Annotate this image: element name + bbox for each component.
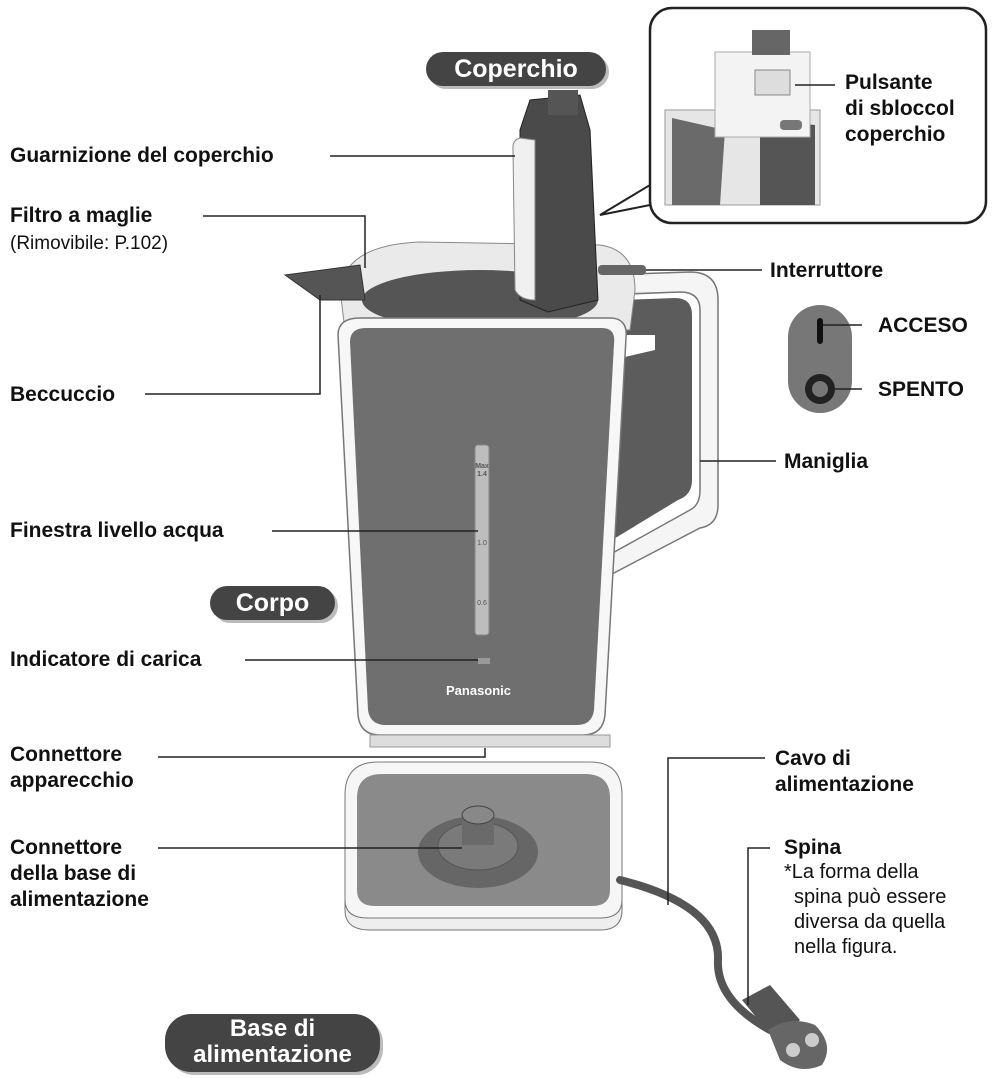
section-lid-badge: Coperchio: [426, 52, 606, 86]
label-appliance-connector-line1: Connettore: [10, 743, 122, 766]
power-cord: [616, 876, 828, 1069]
plug-note-line2: spina può essere: [794, 886, 947, 908]
label-power-cord: Cavo di alimentazione: [775, 746, 914, 798]
power-base: [344, 761, 623, 931]
gauge-max: Max 1.4: [475, 463, 489, 479]
label-charge-indicator: Indicatore di carica: [10, 648, 202, 671]
label-base-connector: Connettore della base di alimentazione: [10, 835, 149, 913]
plug-note: *La forma della spina può essere diversa…: [784, 860, 946, 960]
leader-lines: [145, 155, 862, 1005]
lid-release-inset: [599, 6, 988, 225]
label-lid-gasket: Guarnizione del coperchio: [10, 144, 274, 167]
label-base-connector-line1: Connettore: [10, 836, 122, 859]
section-base-label-line1: Base di: [229, 1015, 316, 1042]
plug-note-line4: nella figura.: [794, 936, 898, 958]
label-lid-release-line2: di sbloccol: [845, 97, 955, 120]
label-spout: Beccuccio: [10, 383, 116, 406]
kettle-body: [337, 317, 627, 748]
label-handle: Maniglia: [784, 450, 869, 473]
power-switch-graphic: [788, 305, 852, 413]
plug-note-line3: diversa da quella: [794, 911, 946, 933]
section-lid-label: Coperchio: [454, 55, 578, 83]
label-plug: Spina: [784, 836, 842, 859]
label-water-window: Finestra livello acqua: [10, 519, 224, 542]
section-base-badge: Base di alimentazione: [165, 1014, 380, 1072]
label-lid-release: Pulsante di sbloccol coperchio: [845, 70, 955, 148]
gauge-top-value: 1.4: [477, 471, 487, 478]
open-lid: [512, 90, 599, 313]
label-switch-on: ACCESO: [878, 314, 968, 337]
brand-logo: Panasonic: [446, 683, 512, 698]
gauge-mid: 1.0: [477, 540, 487, 547]
gauge-max-label: Max: [475, 463, 489, 470]
section-base-label-line2: alimentazione: [193, 1041, 352, 1068]
label-mesh-filter-note: (Rimovibile: P.102): [10, 233, 169, 254]
plug-note-line1: *La forma della: [784, 861, 919, 883]
label-power-cord-line1: Cavo di: [775, 747, 851, 770]
label-appliance-connector-line2: apparecchio: [10, 769, 134, 792]
gauge-low: 0.6: [477, 600, 487, 607]
label-power-cord-line2: alimentazione: [775, 773, 914, 796]
label-switch: Interruttore: [770, 259, 884, 282]
section-body-badge: Corpo: [210, 586, 335, 620]
section-body-label: Corpo: [235, 589, 310, 617]
label-switch-off: SPENTO: [878, 378, 964, 401]
label-base-connector-line2: della base di: [10, 862, 137, 885]
label-mesh-filter: Filtro a maglie: [10, 204, 153, 227]
label-appliance-connector: Connettore apparecchio: [10, 742, 134, 794]
label-lid-release-line3: coperchio: [845, 123, 946, 146]
label-lid-release-line1: Pulsante: [845, 71, 933, 94]
label-base-connector-line3: alimentazione: [10, 888, 149, 911]
